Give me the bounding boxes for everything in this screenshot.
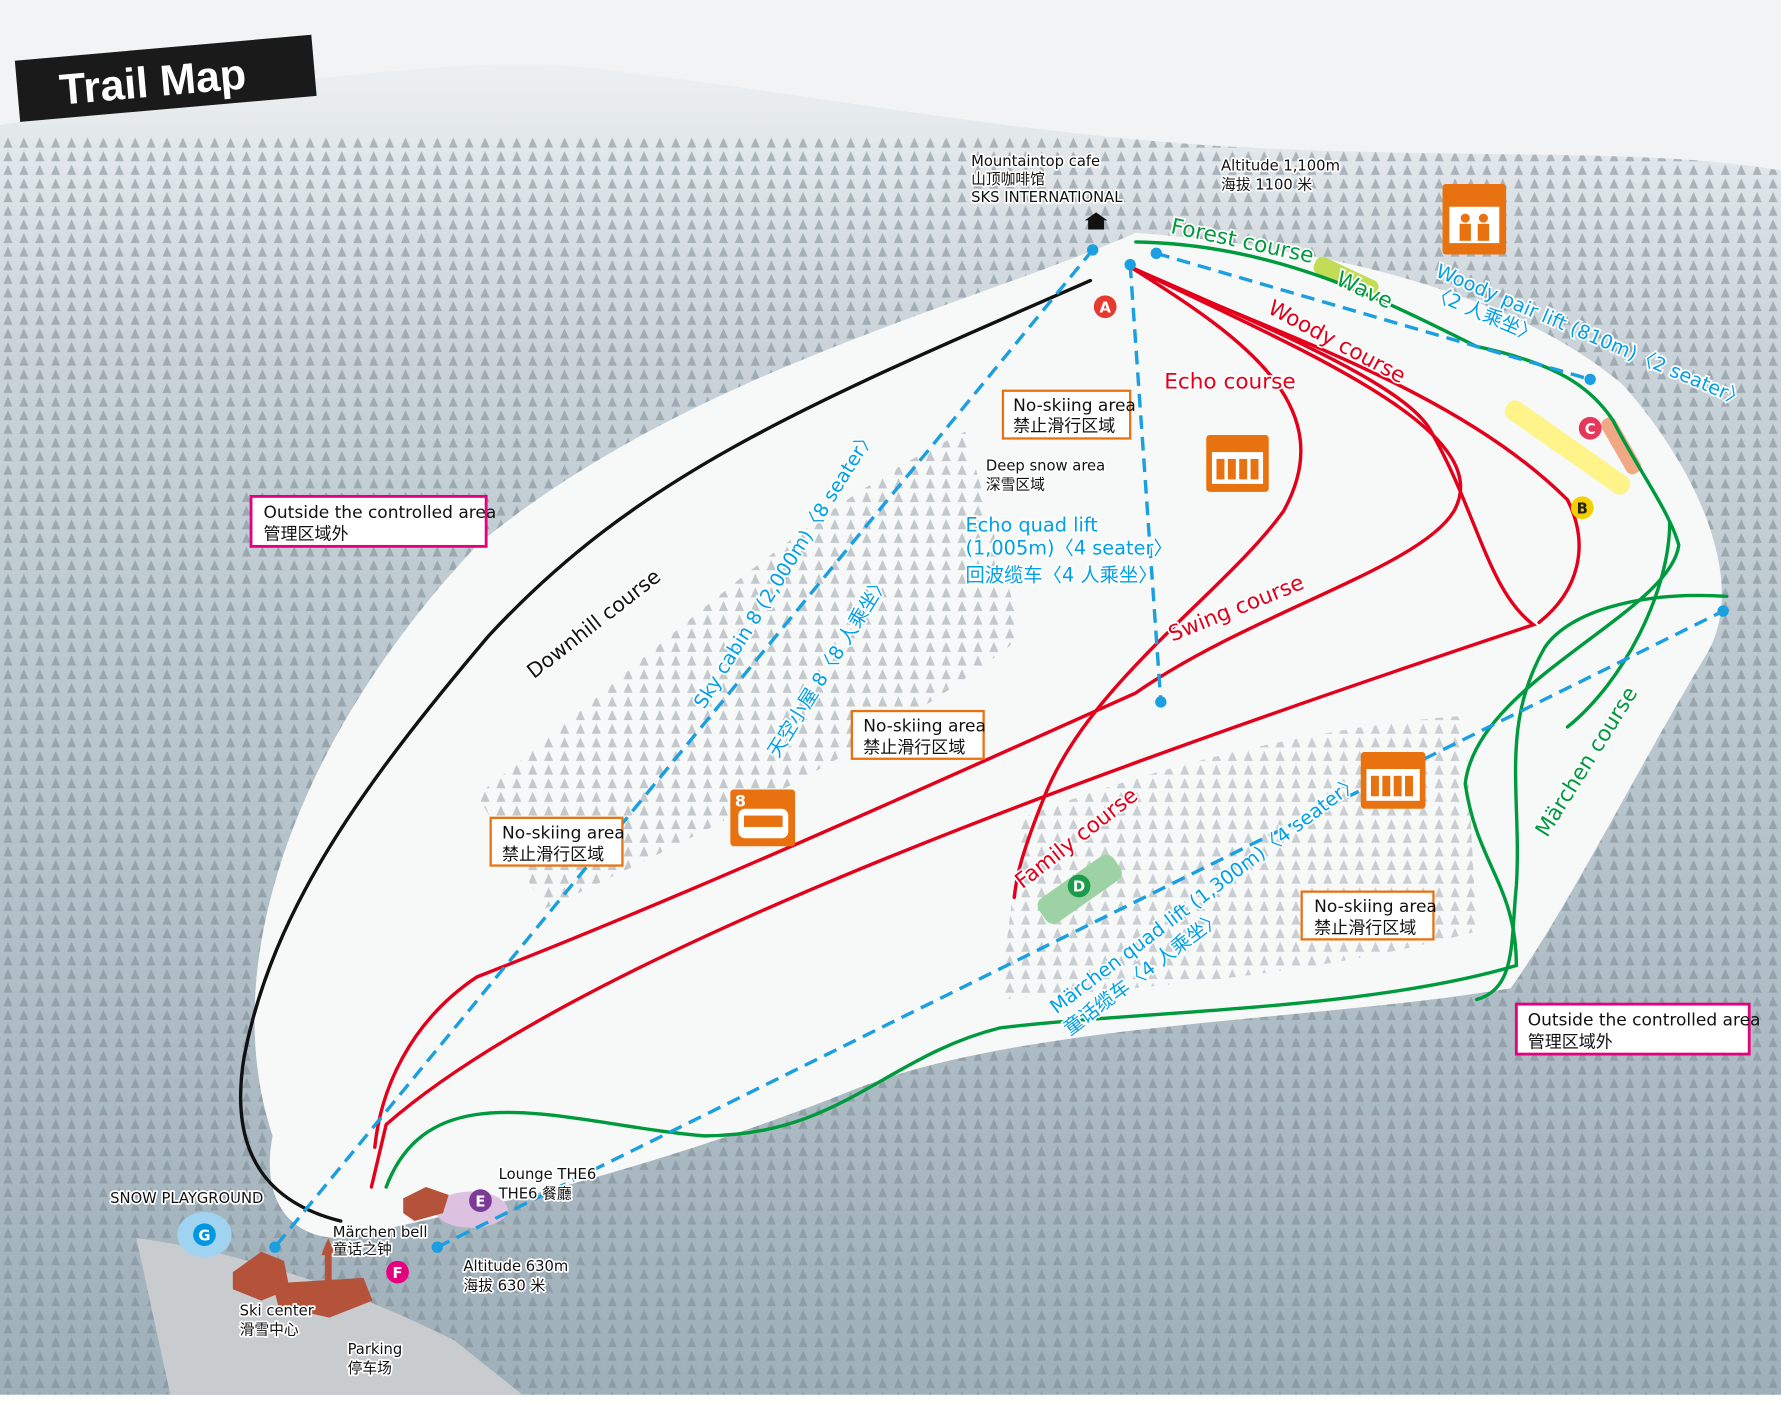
echo-course-line[interactable]: [1012, 265, 1303, 900]
quad-lift-icon: [1206, 435, 1269, 492]
svg-text:No-skiing area: No-skiing area: [1314, 897, 1437, 917]
marker-e[interactable]: E: [469, 1189, 492, 1212]
svg-text:童话之钟: 童话之钟: [333, 1240, 392, 1258]
svg-text:管理区域外: 管理区域外: [264, 525, 349, 545]
svg-text:海拔 630 米: 海拔 630 米: [463, 1277, 545, 1294]
echo-course-label[interactable]: Echo course: [1163, 368, 1298, 396]
woody-lift-line[interactable]: [1155, 251, 1591, 382]
marchen-lift-line[interactable]: [436, 609, 1724, 1249]
svg-text:禁止滑行区域: 禁止滑行区域: [863, 738, 965, 758]
title-banner: Trail Map: [14, 34, 317, 122]
distant-peaks: [0, 0, 1781, 171]
pair-lift-icon: [1442, 184, 1507, 255]
svg-text:海拔 1100 米: 海拔 1100 米: [1221, 177, 1312, 194]
swing-course-line[interactable]: [373, 265, 1463, 1149]
woody-course-line[interactable]: [369, 265, 1538, 1189]
svg-text:C: C: [1585, 421, 1596, 438]
svg-text:禁止滑行区域: 禁止滑行区域: [502, 845, 604, 865]
svg-text:G: G: [198, 1227, 210, 1244]
marchen-bell-label: Märchen bell: [333, 1224, 428, 1241]
svg-text:SKS INTERNATIONAL: SKS INTERNATIONAL: [971, 189, 1123, 206]
echo-lift-label[interactable]: Echo quad lift: [964, 512, 1100, 538]
svg-text:A: A: [1099, 299, 1111, 316]
svg-text:回波缆车〈4 人乘坐〉: 回波缆车〈4 人乘坐〉: [965, 564, 1157, 587]
svg-text:No-skiing area: No-skiing area: [1013, 396, 1136, 416]
svg-text:No-skiing area: No-skiing area: [863, 717, 986, 737]
ski-center-buildings: [232, 1186, 449, 1318]
marker-b[interactable]: B: [1570, 496, 1594, 520]
deep-snow-label: Deep snow area: [986, 457, 1105, 474]
parking-label: Parking: [348, 1341, 403, 1358]
quad-lift-icon: [1360, 751, 1426, 809]
svg-text:停车场: 停车场: [348, 1360, 392, 1377]
svg-text:F: F: [393, 1265, 403, 1282]
svg-text:(1,005m)〈4 seater〉: (1,005m)〈4 seater〉: [965, 536, 1172, 559]
marker-g[interactable]: G: [193, 1223, 216, 1247]
svg-text:管理区域外: 管理区域外: [1528, 1032, 1613, 1052]
wave-zone: [1313, 256, 1379, 298]
summit-altitude: Altitude 1,100m: [1221, 157, 1340, 174]
marker-c[interactable]: C: [1578, 416, 1602, 440]
cafe-icon: [1084, 212, 1108, 230]
snow-playground-label: SNOW PLAYGROUND: [110, 1190, 263, 1207]
svg-text:Outside the controlled area: Outside the controlled area: [264, 503, 497, 523]
ski-center-label: Ski center: [240, 1302, 315, 1319]
cafe-label: Mountaintop cafe: [971, 153, 1100, 170]
svg-text:B: B: [1577, 500, 1588, 517]
svg-text:深雪区域: 深雪区域: [986, 477, 1045, 494]
svg-text:禁止滑行区域: 禁止滑行区域: [1314, 919, 1416, 939]
marker-f[interactable]: F: [386, 1260, 409, 1284]
marker-d[interactable]: D: [1067, 874, 1091, 898]
svg-text:山顶咖啡馆: 山顶咖啡馆: [971, 171, 1045, 188]
marker-a[interactable]: A: [1093, 295, 1117, 319]
downhill-course-line[interactable]: [238, 278, 1093, 1223]
svg-text:Outside the controlled area: Outside the controlled area: [1528, 1011, 1761, 1031]
base-altitude: Altitude 630m: [463, 1258, 568, 1275]
svg-text:8: 8: [735, 791, 746, 810]
zone-b: [1504, 400, 1631, 495]
echo-lift-line[interactable]: [1128, 264, 1163, 703]
gondola-icon: 8: [730, 789, 796, 847]
svg-text:禁止滑行区域: 禁止滑行区域: [1013, 417, 1115, 437]
marchen-course-line[interactable]: [1474, 593, 1729, 1002]
svg-text:No-skiing area: No-skiing area: [502, 823, 625, 843]
svg-text:滑雪中心: 滑雪中心: [240, 1322, 299, 1339]
svg-text:E: E: [475, 1193, 485, 1210]
svg-text:D: D: [1073, 879, 1085, 896]
ski-area: [254, 232, 1722, 1239]
lounge-label: Lounge THE6: [499, 1166, 597, 1183]
marchen-bell-icon: [321, 1238, 336, 1282]
zone-c: [1601, 417, 1642, 475]
svg-text:THE6 餐廳: THE6 餐廳: [498, 1184, 572, 1202]
